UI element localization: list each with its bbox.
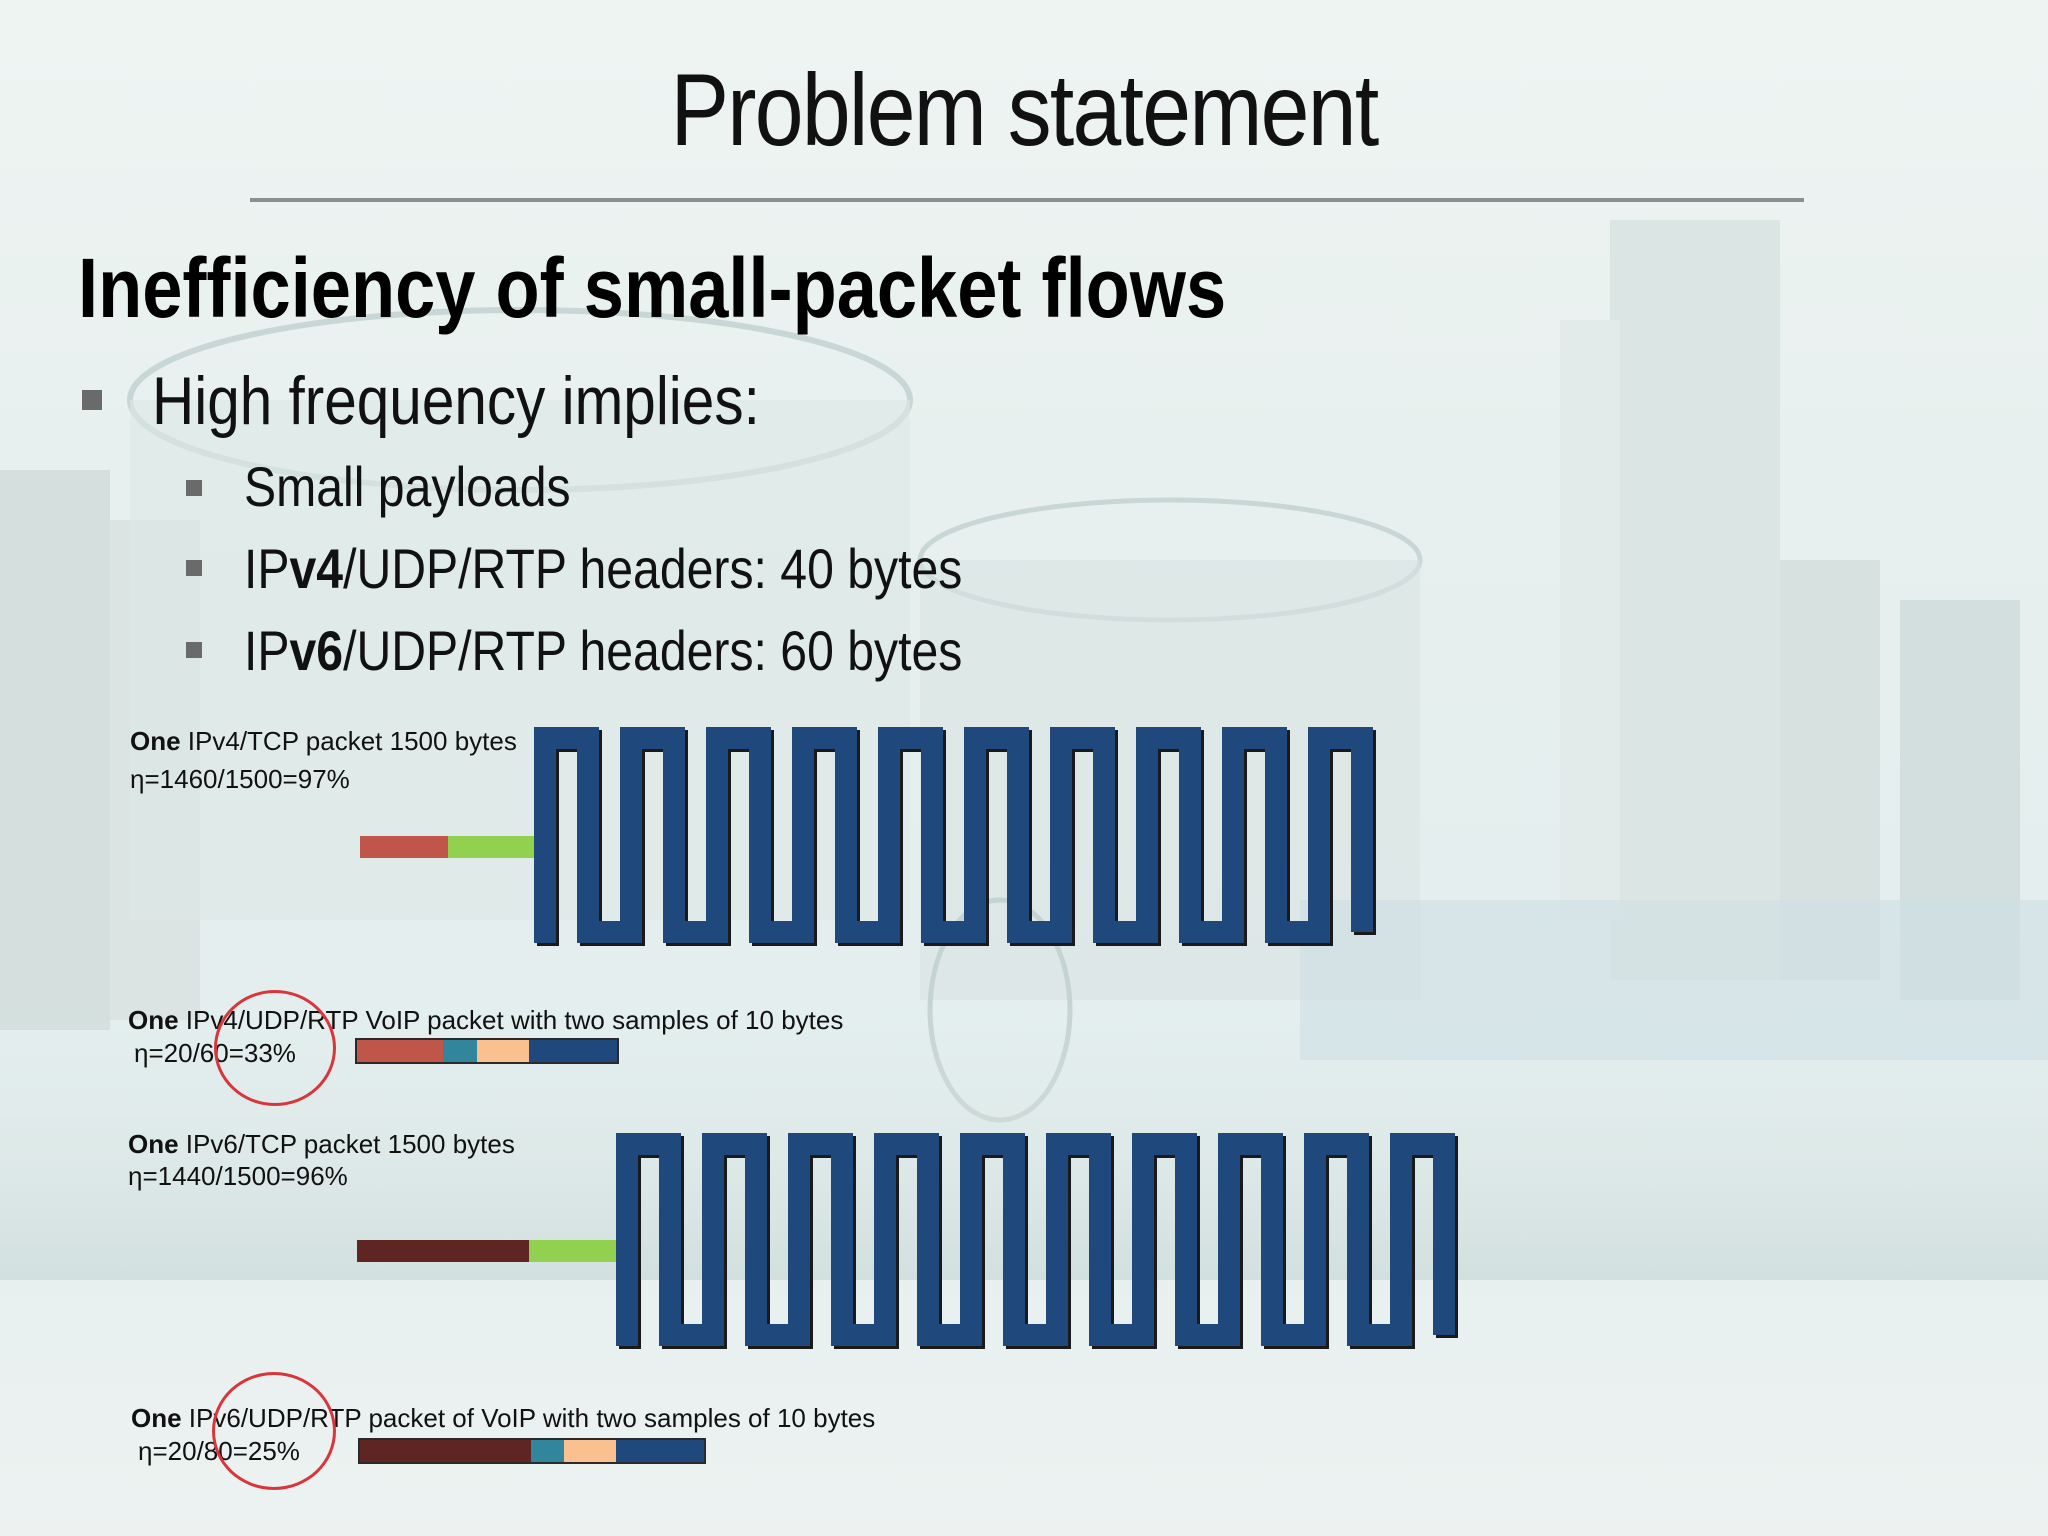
ipv4-header-segment xyxy=(357,1040,443,1062)
sub-bullet-ipv6-headers: IPv6/UDP/RTP headers: 60 bytes xyxy=(244,619,963,682)
ipv6-header-segment xyxy=(357,1240,529,1262)
udp-header-segment xyxy=(531,1440,564,1462)
bullet-square-icon xyxy=(82,390,102,410)
packet-headers-ipv6-tcp xyxy=(357,1240,616,1262)
waveform-line xyxy=(616,1133,1455,1346)
rtp-header-segment xyxy=(477,1040,529,1062)
efficiency-ipv4-tcp: η=1460/1500=97% xyxy=(130,764,350,794)
efficiency-ipv6-tcp: η=1440/1500=96% xyxy=(128,1161,348,1191)
slide-title: Problem statement xyxy=(670,53,1380,167)
udp-header-segment xyxy=(443,1040,477,1062)
sub-bullet-small-payloads: Small payloads xyxy=(244,455,571,518)
payload-waveform-ipv4-tcp xyxy=(534,727,1376,946)
section-heading: Inefficiency of small-packet flows xyxy=(78,241,1227,335)
payload-segment xyxy=(529,1040,617,1062)
sub-bullet-ipv4-headers: IPv4/UDP/RTP headers: 40 bytes xyxy=(244,537,963,600)
rtp-header-segment xyxy=(564,1440,616,1462)
diagram-label-ipv6-tcp: One IPv6/TCP packet 1500 bytes xyxy=(128,1129,515,1159)
payload-waveform-ipv6-tcp xyxy=(616,1133,1458,1349)
waveform-line xyxy=(534,727,1373,943)
ipv4-header-segment xyxy=(360,836,448,858)
packet-ipv4-voip xyxy=(355,1038,619,1064)
packet-headers-ipv4-tcp xyxy=(360,836,534,858)
tcp-header-segment xyxy=(529,1240,616,1262)
payload-segment xyxy=(616,1440,704,1462)
title-divider xyxy=(250,198,1804,202)
tcp-header-segment xyxy=(448,836,534,858)
highlight-circle xyxy=(214,990,336,1106)
ipv6-header-segment xyxy=(360,1440,531,1462)
sub-bullet-square-icon xyxy=(186,480,202,496)
bullet-main: High frequency implies: xyxy=(152,363,760,439)
sub-bullet-square-icon xyxy=(186,642,202,658)
diagram-label-ipv4-tcp: One IPv4/TCP packet 1500 bytes xyxy=(130,726,517,756)
sub-bullet-square-icon xyxy=(186,560,202,576)
packet-ipv6-voip xyxy=(358,1438,706,1464)
highlight-circle xyxy=(212,1372,336,1490)
